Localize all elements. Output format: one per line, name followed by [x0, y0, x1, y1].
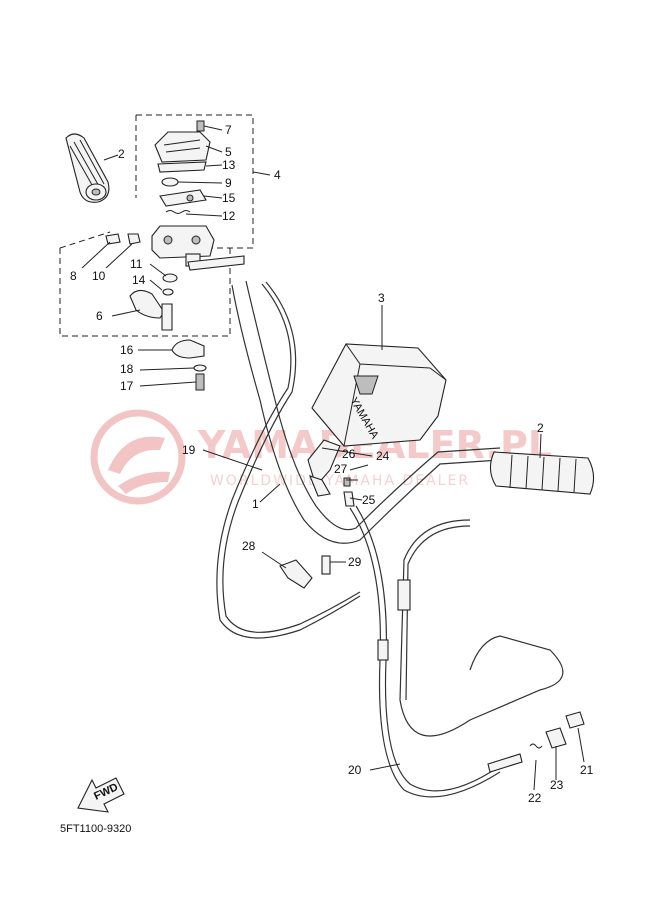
callout-4: 4	[274, 168, 281, 182]
left-grip	[65, 133, 110, 203]
callout-16: 16	[120, 343, 134, 357]
callout-19: 19	[182, 443, 196, 457]
callout-11: 11	[130, 257, 143, 271]
leader-lines	[81, 125, 585, 791]
callout-10: 10	[92, 269, 106, 283]
callout-3: 3	[378, 291, 385, 305]
adjuster-parts	[487, 711, 585, 773]
callout-21: 21	[580, 763, 594, 777]
throttle-assembly	[105, 120, 245, 391]
fwd-arrow: FWD	[77, 777, 125, 813]
callout-24: 24	[376, 449, 390, 463]
callout-2-left: 2	[118, 147, 125, 161]
callout-9: 9	[225, 176, 232, 190]
callout-7: 7	[225, 123, 232, 137]
callout-12: 12	[222, 209, 236, 223]
callout-26: 26	[342, 447, 356, 461]
watermark-logo-ring	[90, 409, 186, 505]
callout-2-right: 2	[537, 421, 544, 435]
callout-22: 22	[528, 791, 542, 805]
fwd-arrow-shape	[77, 777, 125, 813]
callout-17: 17	[120, 379, 134, 393]
handlebar	[231, 280, 501, 544]
watermark-sub-text: WORLDWIDE YAMAHA DEALER	[210, 473, 470, 489]
callout-15: 15	[222, 191, 236, 205]
callout-27: 27	[334, 462, 348, 476]
cables	[216, 281, 564, 798]
handlebar-cover: YAMAHA	[311, 343, 447, 447]
callout-1: 1	[252, 497, 259, 511]
part-code: 5FT1100-9320	[60, 823, 131, 835]
callout-14: 14	[132, 273, 146, 287]
callout-29: 29	[348, 555, 362, 569]
callout-6: 6	[96, 309, 103, 323]
assembly-box-outline	[59, 114, 254, 337]
callout-23: 23	[550, 778, 564, 792]
callout-20: 20	[348, 763, 362, 777]
callout-25: 25	[362, 493, 376, 507]
callout-13: 13	[222, 158, 236, 172]
callout-labels: 1 2 2 3 4 5 6 7 8 9 10 11 12 13 14 15 16…	[70, 123, 594, 805]
callout-28: 28	[242, 539, 256, 553]
right-grip	[489, 451, 595, 495]
watermark-logo-mark	[108, 436, 170, 494]
callout-18: 18	[120, 362, 134, 376]
switch-parts	[279, 439, 355, 589]
callout-8: 8	[70, 269, 77, 283]
callout-5: 5	[225, 145, 232, 159]
